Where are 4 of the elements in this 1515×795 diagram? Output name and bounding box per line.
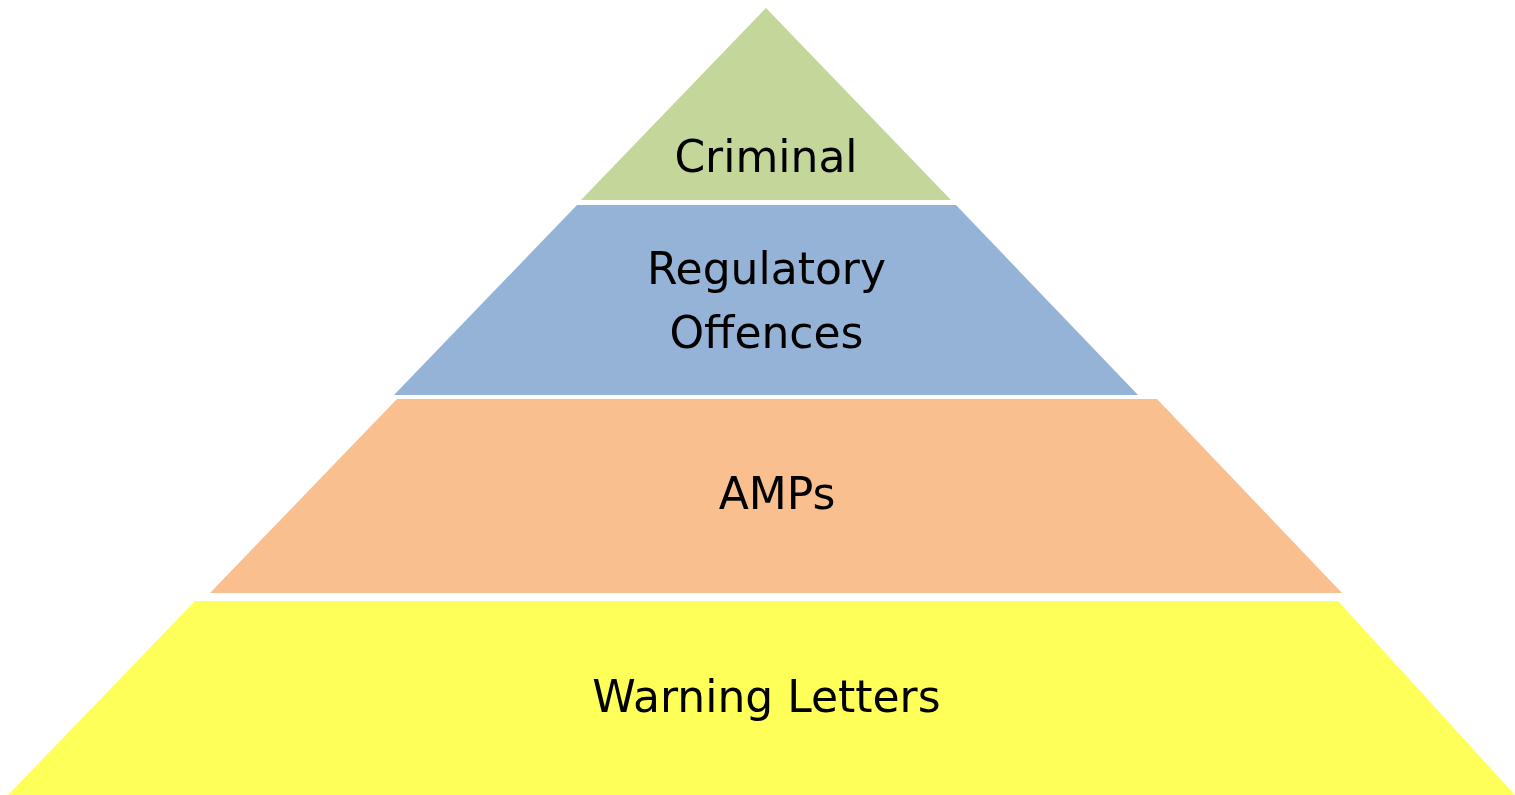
tier-label: Regulatory Offences — [646, 242, 887, 360]
tier-label: Warning Letters — [591, 670, 942, 724]
tier-label: AMPs — [717, 467, 837, 521]
tier-label: Criminal — [673, 130, 859, 184]
